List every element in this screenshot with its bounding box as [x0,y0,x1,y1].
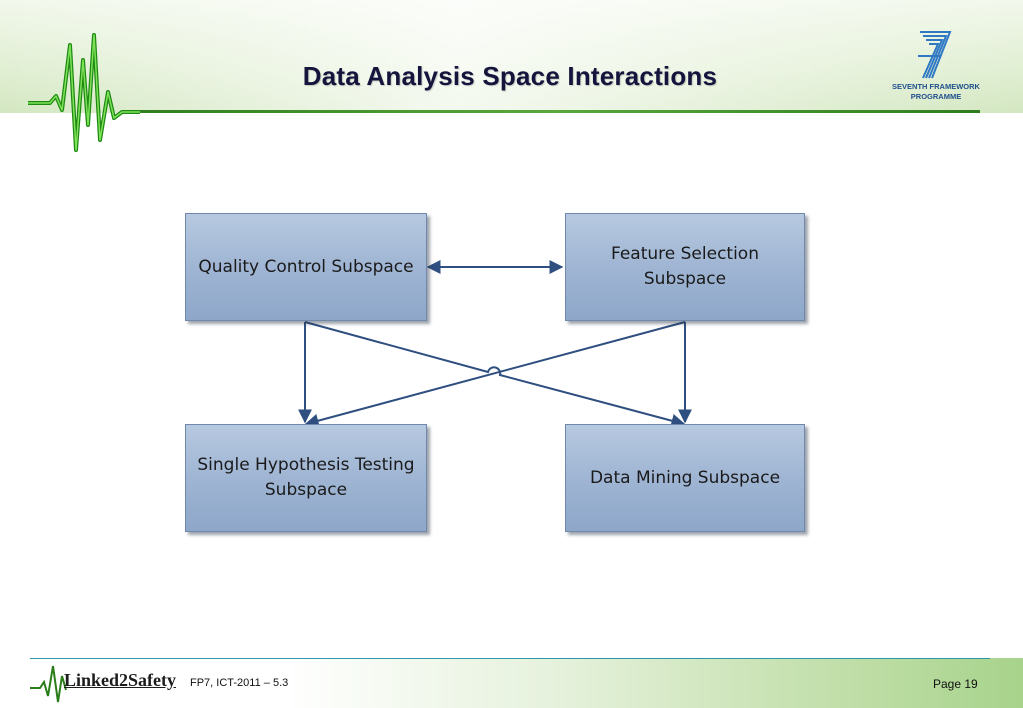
header-rule [125,110,980,113]
edge-feature-single [304,321,686,428]
fp7-seven-icon [918,31,952,79]
node-feature-selection[interactable]: Feature Selection Subspace [565,213,805,321]
node-label: Data Mining Subspace [589,467,781,488]
page-title: Data Analysis Space Interactions [302,61,718,91]
footer-logo-text: Linked2Safety [64,670,177,690]
node-label: Single Hypothesis Testing [197,455,415,475]
node-data-mining[interactable]: Data Mining Subspace [565,424,805,532]
node-quality-control[interactable]: Quality Control Subspace [185,213,427,321]
node-label: Quality Control Subspace [198,256,414,277]
footer-program: FP7, ICT-2011 – 5.3 [190,677,289,689]
footer-band [0,658,1023,708]
node-label: Feature Selection [611,244,759,264]
fp7-label-line1: SEVENTH FRAMEWORK [892,82,980,91]
page-number: Page 19 [933,677,978,691]
footer-rule [30,658,990,659]
edge-quality-mining [304,321,686,428]
fp7-label-line2: PROGRAMME [910,92,962,101]
header-band [0,0,1023,113]
node-label: Subspace [264,480,348,500]
node-single-hypothesis[interactable]: Single Hypothesis Testing Subspace [185,424,427,532]
heartbeat-pulse-icon [28,33,140,152]
node-label: Subspace [643,269,727,289]
heartbeat-logo-icon [30,665,67,703]
